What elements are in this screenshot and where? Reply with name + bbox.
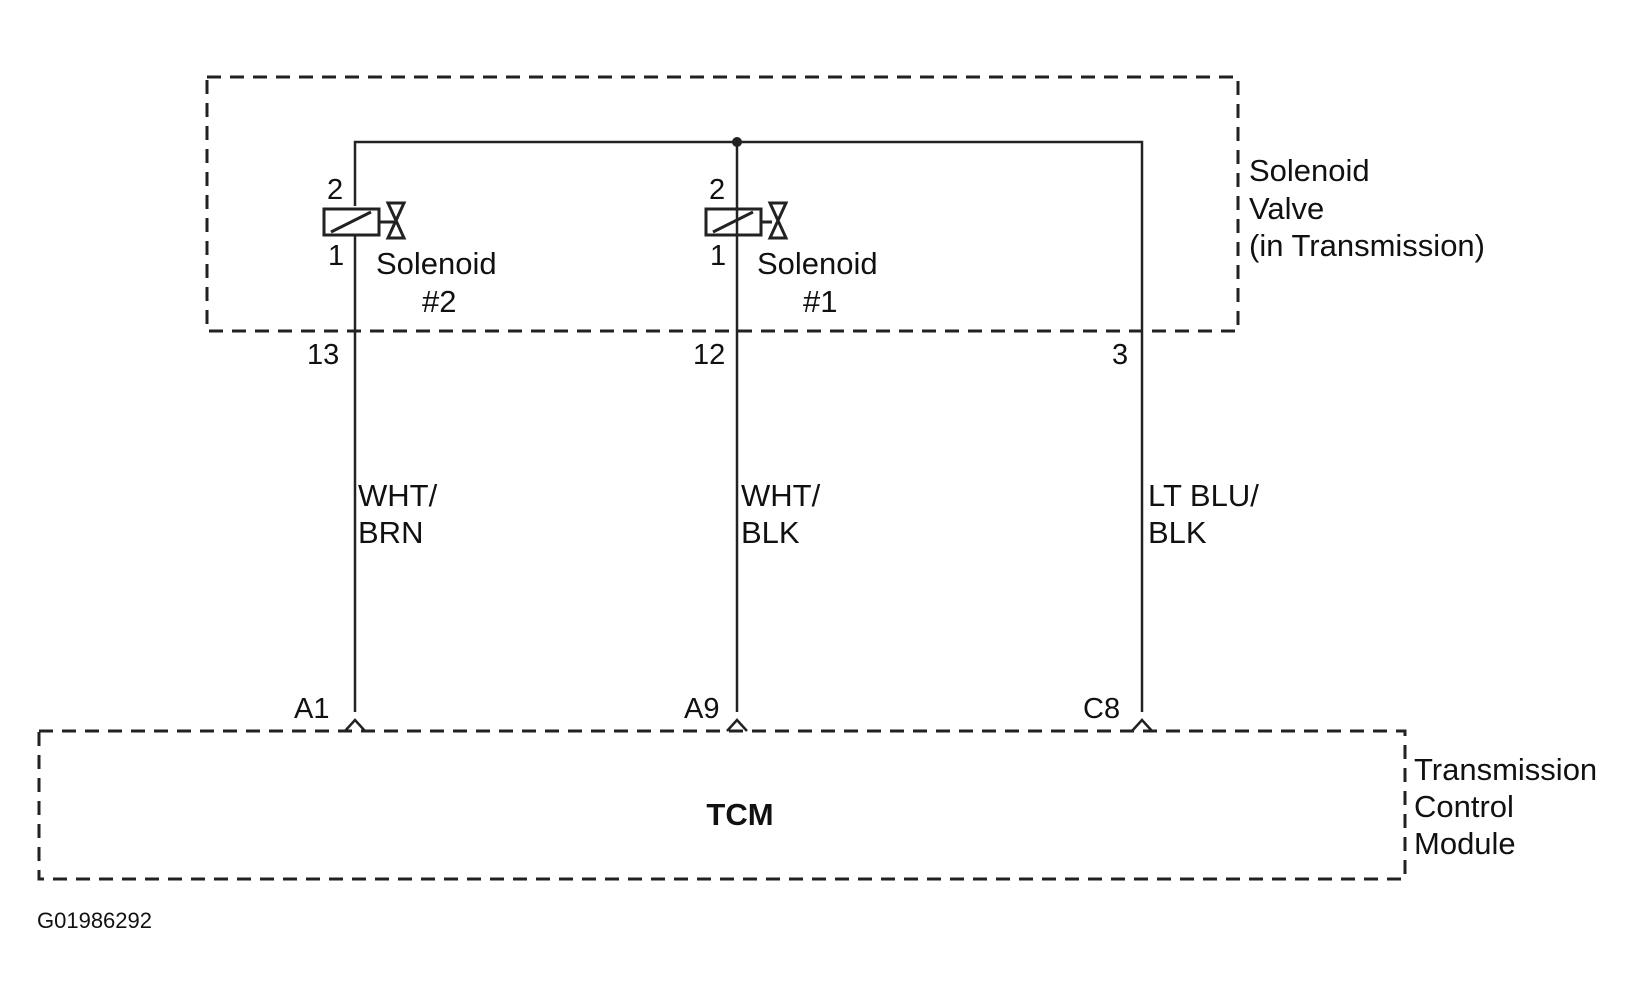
solenoid-2-pin-bottom: 1 [328,240,344,272]
tcm-label-line2: Control [1414,789,1514,824]
solenoid-2-pin-top: 2 [327,174,343,206]
solenoid-2-wire-color-line1: WHT/ [358,478,438,513]
solenoid-1-wire-color-line2: BLK [741,515,800,550]
tcm-pin-c8: C8 [1083,693,1120,725]
solenoid-1-symbol [704,201,789,240]
solenoid-valve-label-line2: Valve [1249,191,1324,226]
solenoid-1-wire-color-line1: WHT/ [741,478,821,513]
solenoid-1-pin-top: 2 [709,174,725,206]
solenoid-valve-label-line1: Solenoid [1249,153,1370,188]
tcm-pin-c8-symbol [1131,718,1153,732]
common-connector-pin: 3 [1112,339,1128,371]
tcm-pin-a9-symbol [726,718,748,732]
tcm-pin-a9: A9 [684,693,719,725]
common-wire-color-line1: LT BLU/ [1148,478,1259,513]
tcm-box [37,729,1407,881]
solenoid-valve-box [205,75,1240,333]
solenoid-1-connector-pin: 12 [693,339,725,371]
solenoid-2-name-line2: #2 [422,284,456,319]
solenoid-2-wire-color-line2: BRN [358,515,423,550]
top-bus-wire [353,140,1144,712]
figure-code: G01986292 [37,908,152,933]
common-wire-color-line2: BLK [1148,515,1207,550]
tcm-pin-a1-symbol [344,718,366,732]
solenoid-2-symbol [322,201,407,240]
tcm-pin-a1: A1 [294,693,329,725]
solenoid-2-connector-pin: 13 [307,339,339,371]
solenoid-2-name-line1: Solenoid [376,246,497,281]
tcm-label-line1: Transmission [1414,752,1597,787]
tcm-label-line3: Module [1414,826,1516,861]
tcm-name: TCM [706,797,773,832]
solenoid-valve-label-line3: (in Transmission) [1249,228,1485,263]
solenoid-1-name-line2: #1 [803,284,837,319]
solenoid-1-pin-bottom: 1 [710,240,726,272]
solenoid-1-name-line1: Solenoid [757,246,878,281]
